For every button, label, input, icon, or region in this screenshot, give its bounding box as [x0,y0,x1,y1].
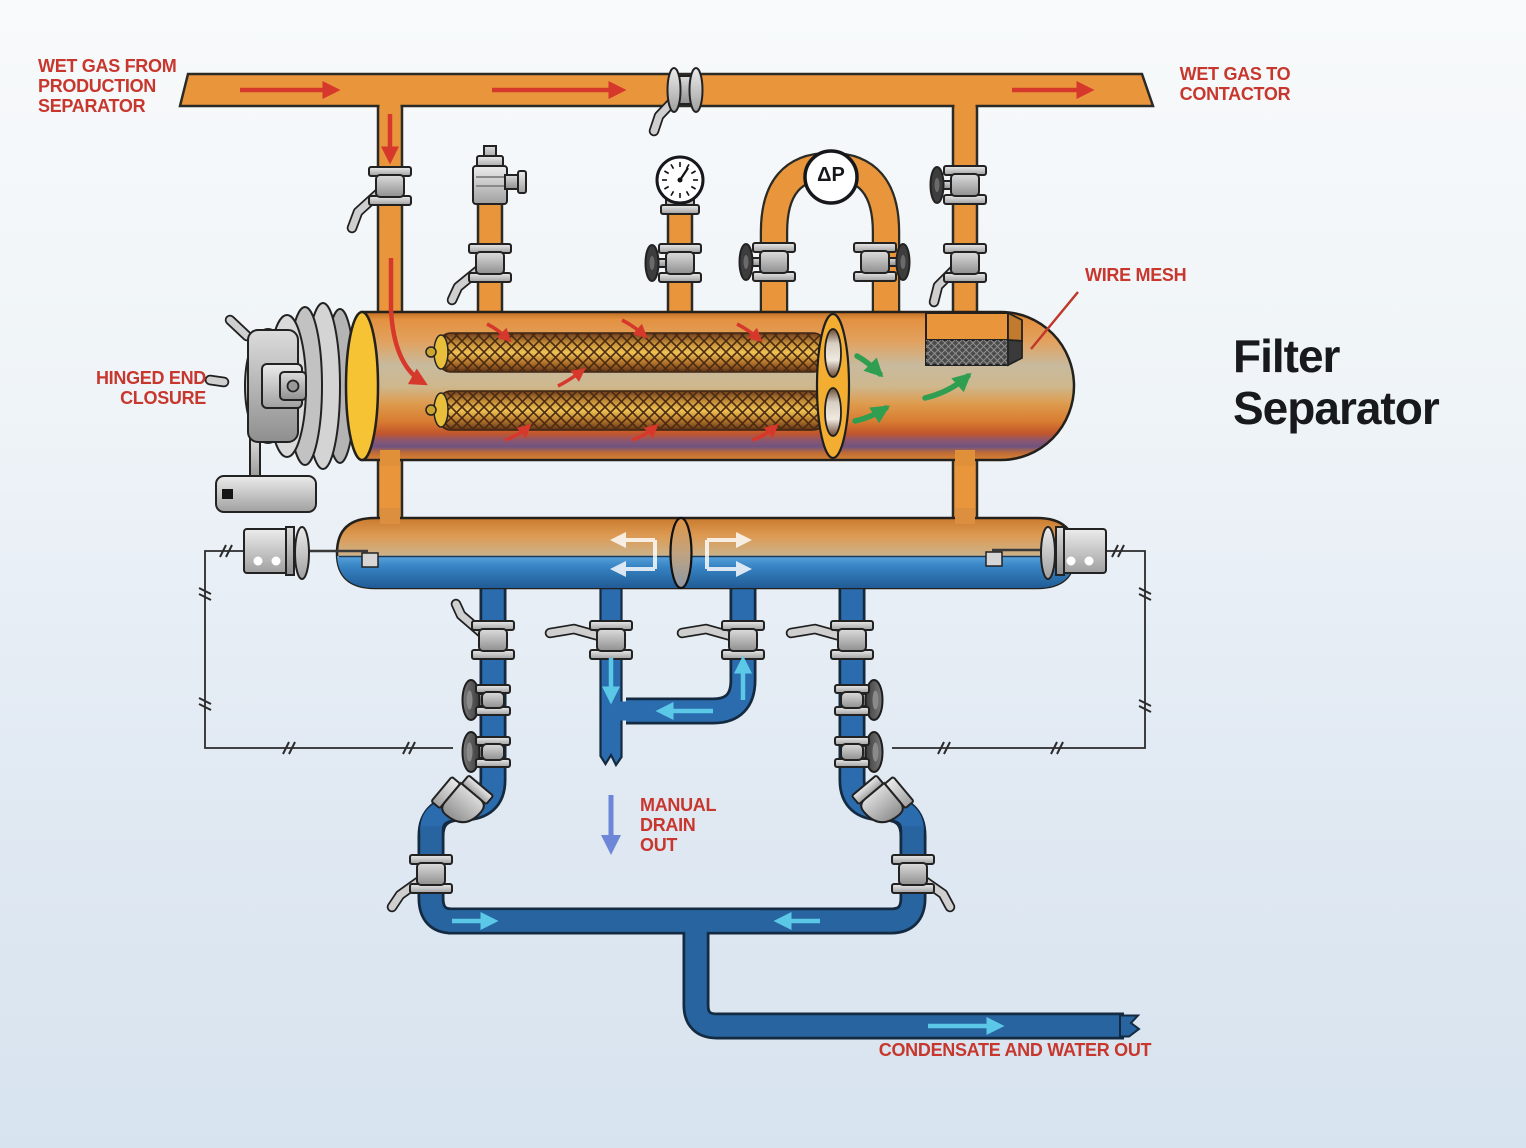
signal-line-right [892,550,1146,749]
dp-right-gate-valve [853,242,911,282]
title-line: Filter [1233,330,1340,382]
label-line: WIRE MESH [1085,265,1187,285]
drain-ball-valve-1 [471,620,515,660]
vessel-opening [344,310,380,462]
label-hinged-end-closure: HINGED END CLOSURE [40,368,206,408]
bottom-ball-valve-left [409,854,453,894]
diagram-title: Filter Separator [1233,330,1440,434]
label-line: PRODUCTION [38,76,156,96]
drain-valves [386,598,956,913]
wire-mesh-leader-line [1030,291,1079,350]
riser-valves [346,165,987,308]
label-line: WET GAS TO [1179,64,1291,84]
label-line: SEPARATOR [38,96,146,116]
level-control-valve-right [834,731,884,773]
level-controller-right [1057,528,1107,574]
dp-gauge-label: ΔP [817,164,845,186]
displacer-right [985,551,1003,567]
inlet-ball-valve [368,166,412,206]
label-line: HINGED END [95,368,206,388]
label-line: DRAIN [640,815,696,835]
gauge-gate-valve [644,243,702,283]
label-condensate-out: CONDENSATE AND WATER OUT [860,1040,1170,1060]
label-manual-drain-out: MANUAL DRAIN OUT [640,795,716,855]
label-wet-gas-out: WET GAS TO CONTACTOR [1150,64,1320,104]
title-line: Separator [1233,382,1440,434]
label-line: OUT [640,835,678,855]
label-line: CONDENSATE AND WATER OUT [878,1040,1152,1060]
hinged-end-closure [204,302,356,513]
level-signal-lines [198,544,1152,755]
signal-line-left [204,550,453,749]
label-line: CONTACTOR [1179,84,1291,104]
displacer-left [361,552,379,568]
label-line: CLOSURE [120,388,206,408]
label-line: WET GAS FROM [38,56,177,76]
liquid-flow-arrows [452,655,1005,1035]
manual-drain-ball-valve [589,620,633,660]
dp-gauge [803,149,859,205]
liquid-circulation-arrows [610,532,752,577]
label-line: MANUAL [640,795,717,815]
dp-left-gate-valve [738,242,796,282]
sump-vessel [243,508,1107,590]
drain-ball-valve-4 [830,620,874,660]
tube-sheet [815,312,851,460]
level-control-valve-right-spare [834,679,884,721]
pipe-outlet-riser [951,98,979,328]
outlet-gate-valve [929,165,987,205]
pressure-gauge-icon [655,155,705,215]
outlet-ball-valve [943,243,987,283]
relief-valve [472,145,527,205]
vent-ball-valve [468,243,512,283]
header-ball-valve [648,67,704,137]
filter-elements [425,332,827,431]
wire-mesh-pad [925,311,1023,367]
label-wet-gas-in: WET GAS FROM PRODUCTION SEPARATOR [38,56,177,116]
vessel-flow-arrows [388,258,972,442]
bottom-ball-valve-right [891,854,935,894]
vortex-baffle [669,516,693,590]
label-wire-mesh: WIRE MESH [1085,265,1187,285]
level-control-valve-left-spare [461,679,511,721]
level-control-valve-left [461,731,511,773]
drain-ball-valve-3 [721,620,765,660]
gas-flow-arrows [240,81,1095,165]
level-controller-left [243,528,293,574]
drain-piping [417,552,1141,1040]
